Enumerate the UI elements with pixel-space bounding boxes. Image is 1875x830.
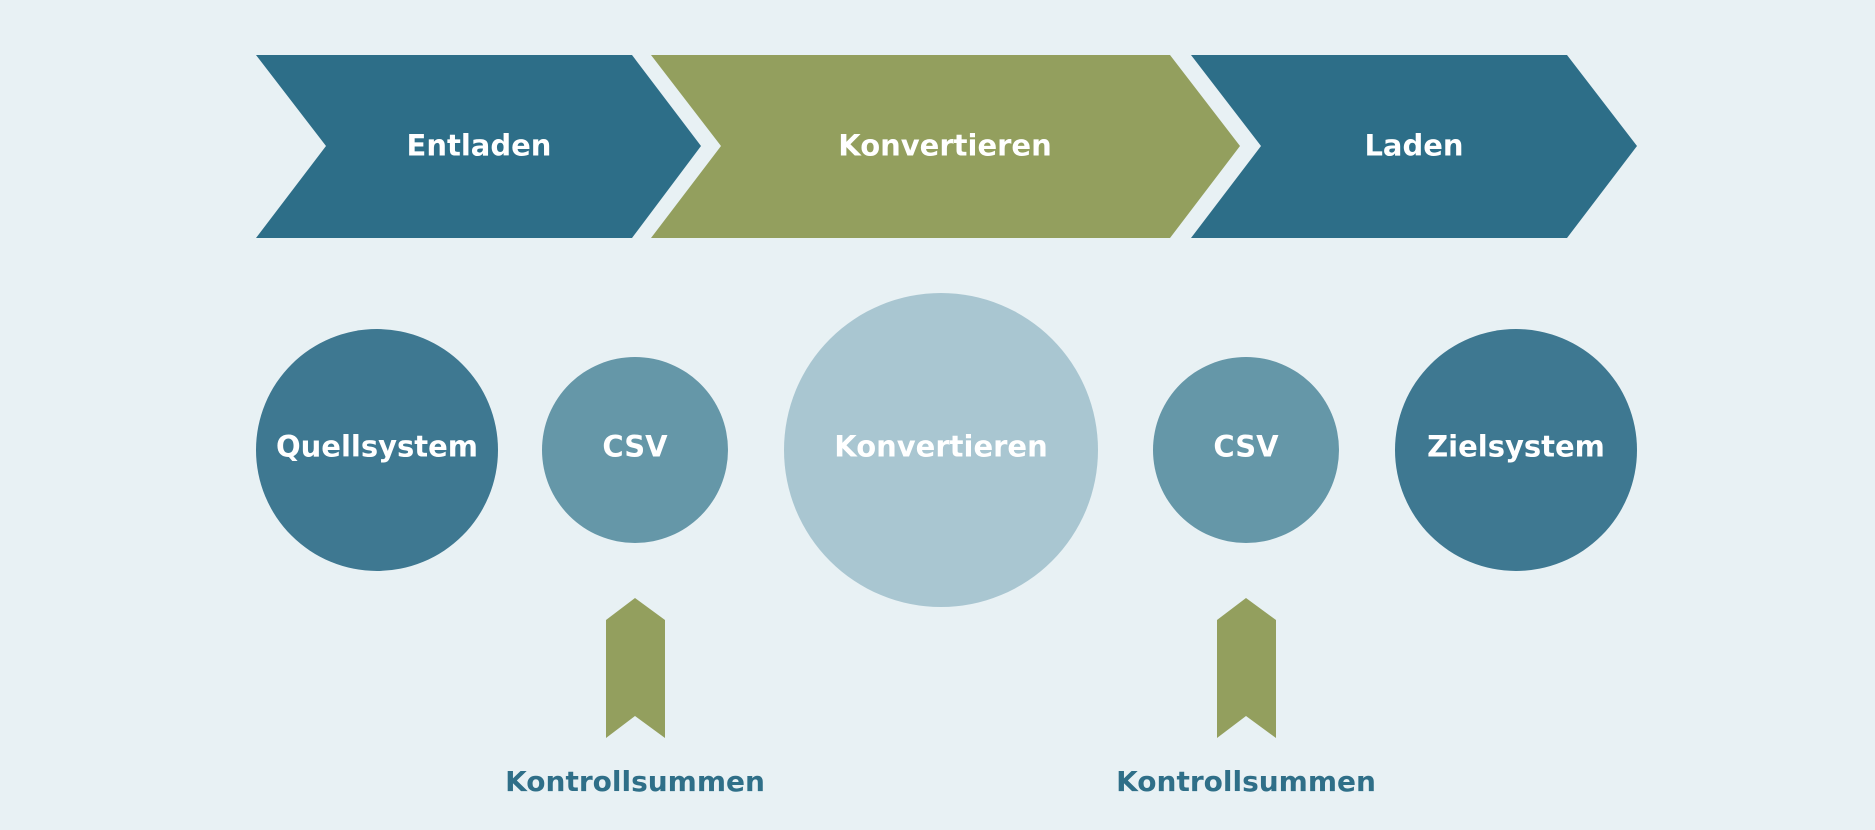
checksum-label-left: Kontrollsummen (505, 765, 765, 798)
node-circle-zielsystem (1395, 329, 1637, 571)
phase-label-entladen: Entladen (406, 128, 552, 163)
phase-chevron-laden (1191, 55, 1637, 238)
checksum-marker-left (606, 598, 665, 738)
node-circle-konvertieren (784, 293, 1098, 607)
phase-chevron-entladen (256, 55, 701, 238)
checksum-label-right: Kontrollsummen (1116, 765, 1376, 798)
node-label-csv-left: CSV (602, 429, 668, 464)
node-label-quellsystem: Quellsystem (275, 429, 479, 464)
node-circle-quellsystem (256, 329, 498, 571)
checksum-marker-right (1217, 598, 1276, 738)
phase-chevron-konvertieren (651, 55, 1240, 238)
phase-label-laden: Laden (1364, 128, 1464, 163)
node-label-csv-right: CSV (1213, 429, 1279, 464)
phase-label-konvertieren: Konvertieren (838, 128, 1052, 163)
node-circle-csv-left (542, 357, 728, 543)
node-label-konvertieren: Konvertieren (834, 429, 1048, 464)
node-circle-csv-right (1153, 357, 1339, 543)
node-label-zielsystem: Zielsystem (1427, 429, 1605, 464)
